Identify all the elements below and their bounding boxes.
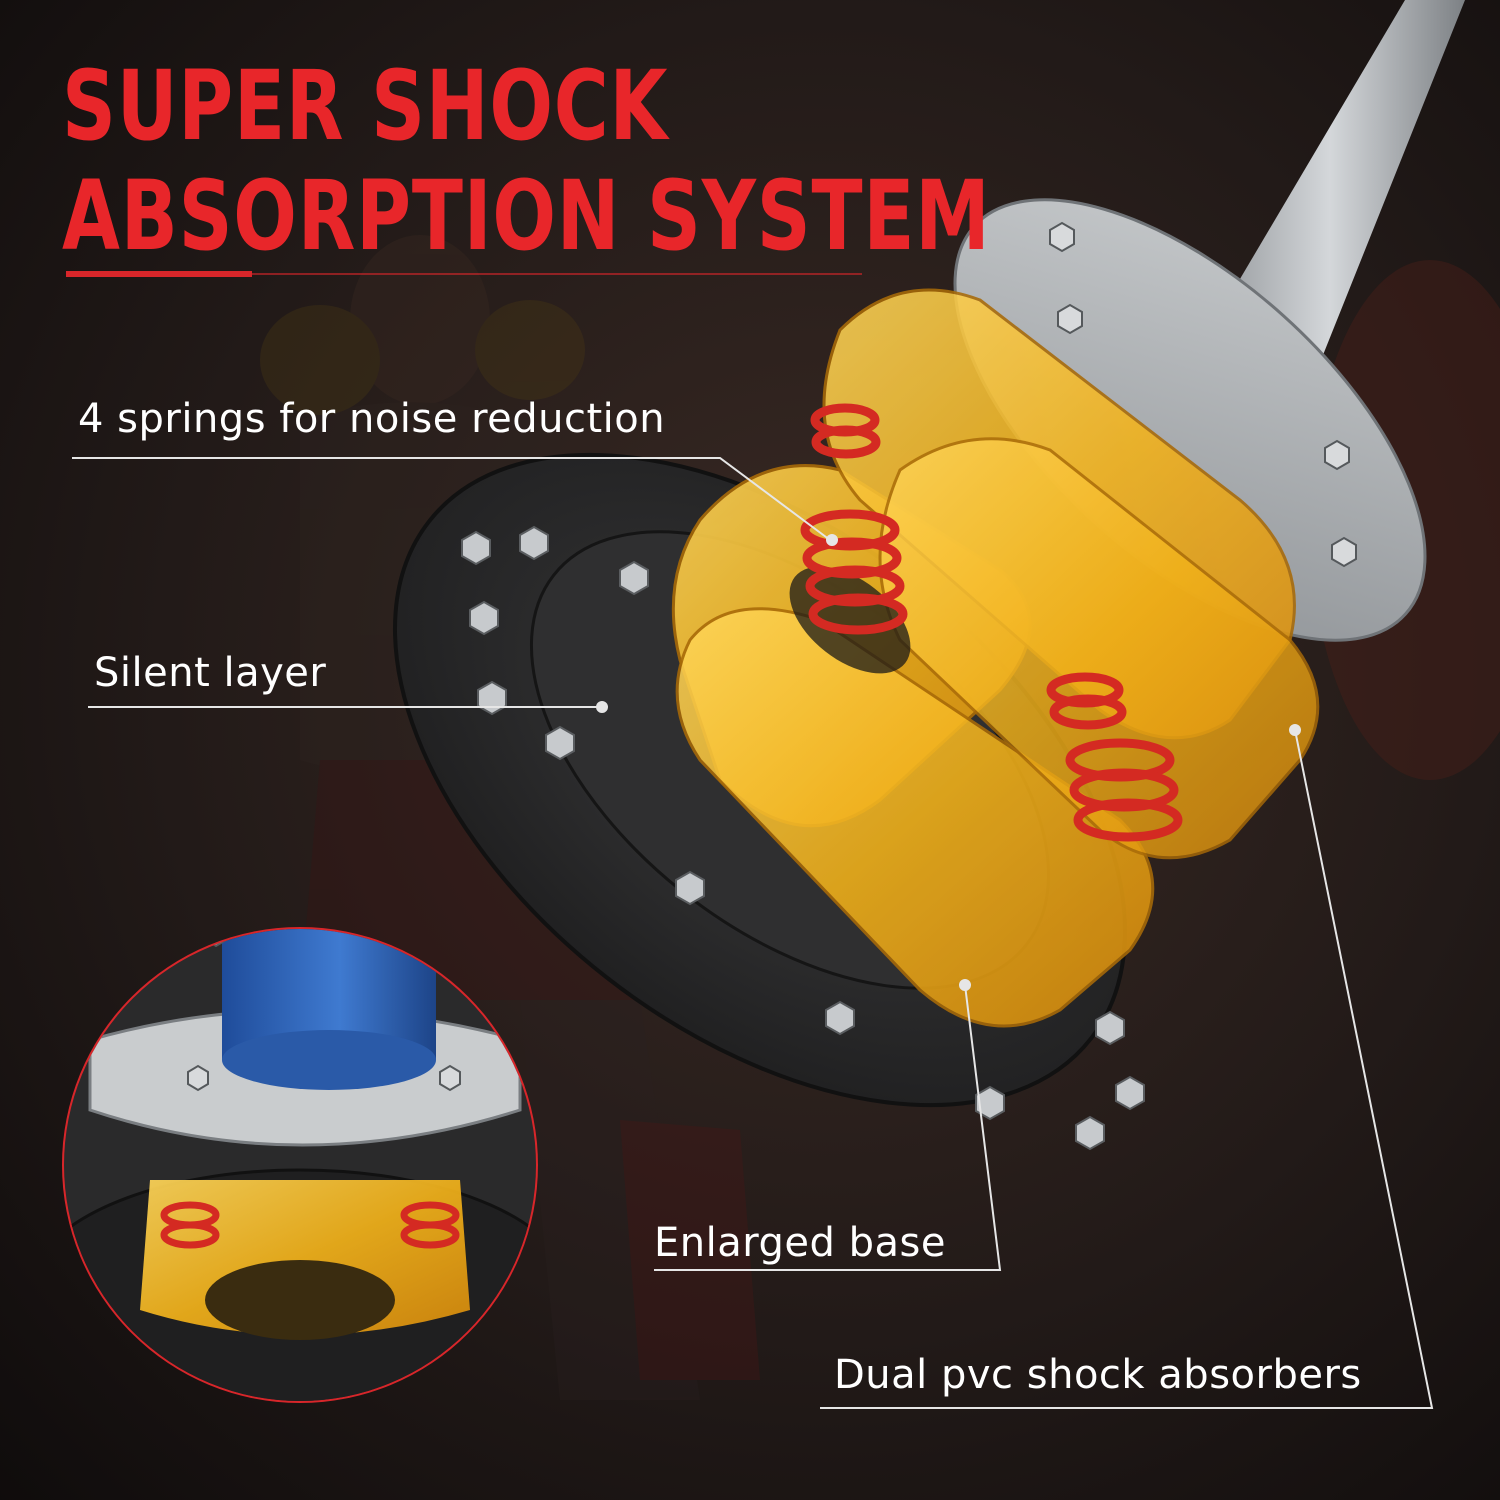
callout-dual-pvc: Dual pvc shock absorbers — [834, 1352, 1362, 1398]
hex-bolt-icon — [477, 680, 507, 716]
hex-bolt-icon — [975, 1085, 1005, 1121]
hex-bolt-icon — [1115, 1075, 1145, 1111]
base-bolts — [461, 525, 1145, 1151]
callout-springs: 4 springs for noise reduction — [78, 396, 666, 442]
hex-bolt-icon — [1095, 1010, 1125, 1046]
hex-bolt-icon — [461, 530, 491, 566]
headline-underline-accent — [66, 271, 252, 277]
leader-lines — [72, 457, 1434, 1409]
hex-bolt-icon — [519, 525, 549, 561]
leader-dot-base — [959, 979, 971, 991]
leader-line-dual — [820, 729, 1434, 1409]
headline-line-1: SUPER SHOCK — [62, 50, 669, 162]
hex-bolt-icon — [1049, 221, 1075, 253]
hex-bolt-icon — [1331, 536, 1357, 568]
hex-bolt-icon — [675, 870, 705, 906]
callout-enlarged-base: Enlarged base — [654, 1220, 946, 1266]
leader-line-springs — [72, 457, 831, 541]
leader-dot-springs — [826, 534, 838, 546]
plate-bolts — [1049, 221, 1357, 568]
hex-bolt-icon — [545, 725, 575, 761]
spring-coil-icon — [1046, 672, 1127, 730]
callout-silent-layer: Silent layer — [94, 650, 327, 696]
hex-bolt-icon — [1075, 1115, 1105, 1151]
red-springs — [800, 403, 1183, 842]
leader-dot-silent — [596, 701, 608, 713]
spring-coil-icon — [800, 509, 908, 635]
hex-bolt-icon — [825, 1000, 855, 1036]
hex-bolt-icon — [439, 1064, 461, 1092]
hex-bolt-icon — [1324, 439, 1350, 471]
hex-bolt-icon — [469, 600, 499, 636]
spring-coil-icon — [1065, 738, 1183, 842]
hex-bolt-icon — [1057, 303, 1083, 335]
hex-bolt-icon — [187, 1064, 209, 1092]
leader-dot-dual — [1289, 724, 1301, 736]
leader-line-base — [654, 984, 1002, 1271]
pvc-shock-absorbers — [671, 288, 1320, 1028]
spring-coil-icon — [810, 403, 881, 459]
assembled-detail-inset — [62, 927, 538, 1403]
hex-bolt-icon — [619, 560, 649, 596]
headline-line-2: ABSORPTION SYSTEM — [62, 160, 991, 272]
